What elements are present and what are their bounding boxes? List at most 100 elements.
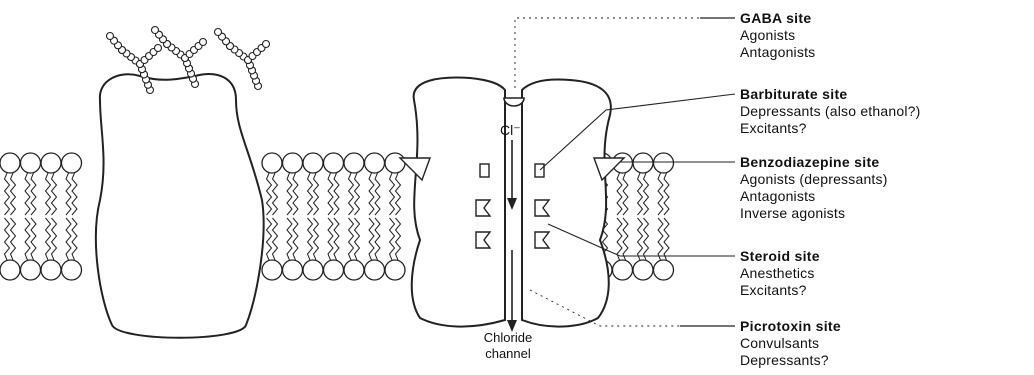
gaba-site-title: GABA site bbox=[740, 10, 815, 27]
lipid-tail bbox=[267, 218, 272, 260]
lipid-head bbox=[0, 153, 20, 173]
picrotoxin-site-title: Picrotoxin site bbox=[740, 318, 841, 335]
lipid-tail bbox=[31, 173, 36, 215]
lipid-head bbox=[385, 260, 405, 280]
lipid-tail bbox=[375, 218, 380, 260]
sugar-bead bbox=[215, 29, 222, 36]
lipid-tail bbox=[396, 218, 401, 260]
benzodiazepine-site-label: Benzodiazepine site Agonists (depressant… bbox=[740, 154, 888, 222]
lipid-head bbox=[21, 260, 41, 280]
lipid-tail bbox=[617, 218, 622, 260]
barbiturate-site-label: Barbiturate site Depressants (also ethan… bbox=[740, 86, 921, 137]
lipid-head bbox=[344, 153, 364, 173]
lipid-head bbox=[62, 260, 82, 280]
lipid-tail bbox=[308, 218, 313, 260]
lipid-head bbox=[633, 260, 653, 280]
sugar-bead bbox=[152, 27, 159, 34]
lipid-tail bbox=[66, 218, 71, 260]
lipid-tail bbox=[25, 173, 30, 215]
lipid-tail bbox=[349, 173, 354, 215]
lipid-tail bbox=[390, 218, 395, 260]
lipid-tail bbox=[11, 173, 16, 215]
picrotoxin-site-item-1: Convulsants bbox=[740, 335, 841, 352]
lipid-tail bbox=[369, 173, 374, 215]
chloride-ion-label: Cl⁻ bbox=[500, 122, 521, 139]
steroid-site-item-2: Excitants? bbox=[740, 282, 820, 299]
barbiturate-site-title: Barbiturate site bbox=[740, 86, 921, 103]
sugar-bead bbox=[107, 33, 114, 40]
benzodiazepine-site-item-2: Antagonists bbox=[740, 188, 888, 205]
lipid-tail bbox=[617, 173, 622, 215]
lipid-tail bbox=[375, 173, 380, 215]
lipid-tail bbox=[5, 218, 10, 260]
lipid-tail bbox=[623, 173, 628, 215]
lipid-tail bbox=[25, 218, 30, 260]
lipid-head bbox=[385, 153, 405, 173]
lipid-tail bbox=[328, 173, 333, 215]
lipid-head bbox=[283, 260, 303, 280]
lipid-head bbox=[324, 153, 344, 173]
lipid-tail bbox=[334, 218, 339, 260]
benzodiazepine-site-item-3: Inverse agonists bbox=[740, 205, 888, 222]
lipid-head bbox=[613, 260, 633, 280]
lipid-tail bbox=[273, 173, 278, 215]
lipid-tail bbox=[638, 218, 643, 260]
lipid-tail bbox=[396, 173, 401, 215]
lipid-head bbox=[62, 153, 82, 173]
picrotoxin-site-label: Picrotoxin site Convulsants Depressants? bbox=[740, 318, 841, 369]
lipid-head bbox=[324, 260, 344, 280]
lipid-head bbox=[365, 260, 385, 280]
lipid-tail bbox=[390, 173, 395, 215]
lipid-tail bbox=[328, 218, 333, 260]
lipid-tail bbox=[334, 173, 339, 215]
ion-flow-arrow-head bbox=[507, 198, 517, 210]
lipid-head bbox=[262, 153, 282, 173]
lipid-head bbox=[654, 260, 674, 280]
sugar-bead bbox=[155, 45, 162, 52]
gaba-site-item-1: Agonists bbox=[740, 27, 815, 44]
lipid-tail bbox=[349, 218, 354, 260]
lipid-head bbox=[365, 153, 385, 173]
gaba-site-label: GABA site Agonists Antagonists bbox=[740, 10, 815, 61]
lipid-tail bbox=[293, 173, 298, 215]
lipid-head bbox=[283, 153, 303, 173]
lipid-head bbox=[633, 153, 653, 173]
lipid-head bbox=[303, 153, 323, 173]
lipid-tail bbox=[31, 218, 36, 260]
lipid-tail bbox=[369, 218, 374, 260]
lipid-tail bbox=[658, 218, 663, 260]
lipid-head bbox=[21, 153, 41, 173]
lipid-tail bbox=[355, 173, 360, 215]
lipid-tail bbox=[46, 173, 51, 215]
gaba-site-item-2: Antagonists bbox=[740, 44, 815, 61]
sugar-bead bbox=[200, 39, 207, 46]
lipid-head bbox=[303, 260, 323, 280]
lipid-tail bbox=[308, 173, 313, 215]
lipid-tail bbox=[287, 173, 292, 215]
steroid-site-title: Steroid site bbox=[740, 248, 820, 265]
lipid-head bbox=[262, 260, 282, 280]
lipid-tail bbox=[644, 173, 649, 215]
barbiturate-pocket-right bbox=[535, 164, 544, 177]
channel-left-subunit bbox=[412, 78, 505, 327]
barbiturate-pocket-left bbox=[480, 164, 489, 177]
lipid-tail bbox=[52, 173, 57, 215]
lipid-tail bbox=[72, 173, 77, 215]
channel-caption-line-2: channel bbox=[463, 346, 553, 362]
barbiturate-site-item-1: Depressants (also ethanol?) bbox=[740, 103, 921, 120]
lipid-tail bbox=[664, 173, 669, 215]
sugar-bead bbox=[263, 41, 270, 48]
lipid-tail bbox=[623, 218, 628, 260]
lipid-tail bbox=[267, 173, 272, 215]
lipid-head bbox=[41, 153, 61, 173]
lipid-tail bbox=[664, 218, 669, 260]
lipid-head bbox=[344, 260, 364, 280]
steroid-site-label: Steroid site Anesthetics Excitants? bbox=[740, 248, 820, 299]
lipid-tail bbox=[66, 173, 71, 215]
lipid-head bbox=[654, 153, 674, 173]
lipid-tail bbox=[293, 218, 298, 260]
lipid-tail bbox=[287, 218, 292, 260]
lipid-tail bbox=[638, 173, 643, 215]
left-receptor-body bbox=[96, 74, 264, 338]
barbiturate-site-item-2: Excitants? bbox=[740, 120, 921, 137]
